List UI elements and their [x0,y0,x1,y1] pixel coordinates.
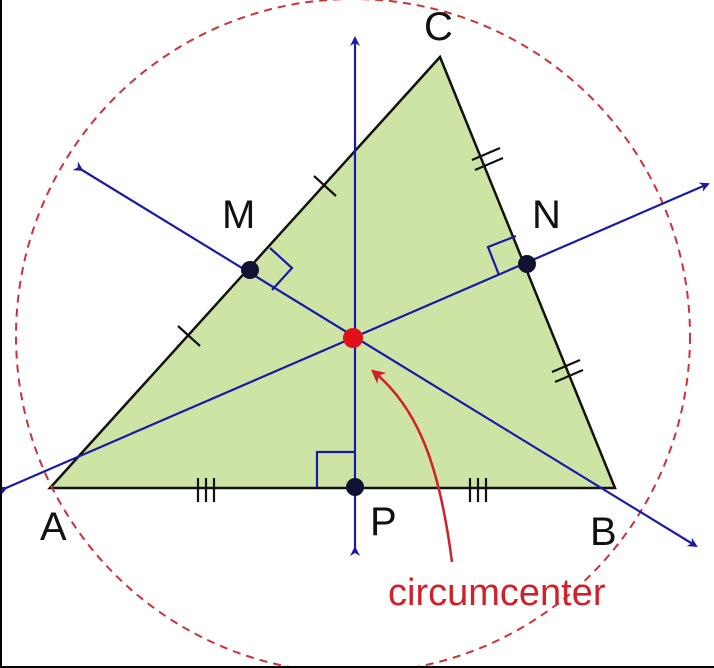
point-m [241,261,259,279]
congruence-ticks [177,146,584,502]
right-angle-n [486,234,517,276]
label-p: P [370,500,397,544]
annotation-arrow [370,369,454,563]
right-angle-m [269,247,294,291]
triangle-abc [47,54,617,490]
point-n [518,255,536,273]
circumcenter-label: circumcenter [388,572,606,614]
label-c: C [424,5,453,49]
point-p [346,478,364,496]
right-angle-p [315,450,355,487]
label-m: M [222,193,255,237]
circumcenter-point [343,328,363,348]
label-a: A [40,505,67,549]
label-b: B [590,510,617,554]
label-n: N [532,193,561,237]
